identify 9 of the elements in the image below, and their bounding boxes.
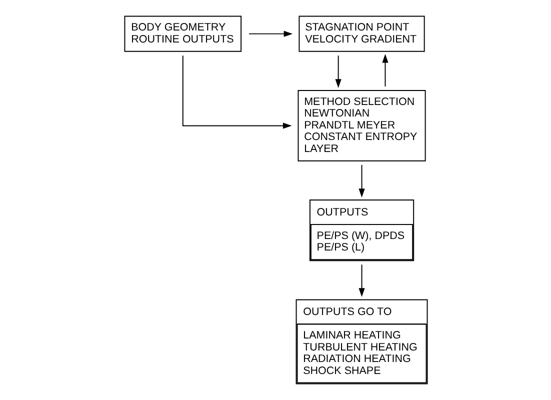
arrow: [358, 264, 364, 297]
node-box: STAGNATION POINT VELOCITY GRADIENT: [298, 16, 424, 52]
arrow: [248, 30, 292, 37]
node-box: METHOD SELECTION NEWTONIAN PRANDTL MEYER CONSTANT ENTROPY LAYER: [297, 90, 426, 162]
arrow: [182, 55, 292, 129]
arrow: [358, 164, 364, 198]
node-box: BODY GEOMETRY ROUTINE OUTPUTS: [124, 16, 242, 52]
arrow: [382, 54, 388, 87]
arrow: [334, 55, 341, 88]
